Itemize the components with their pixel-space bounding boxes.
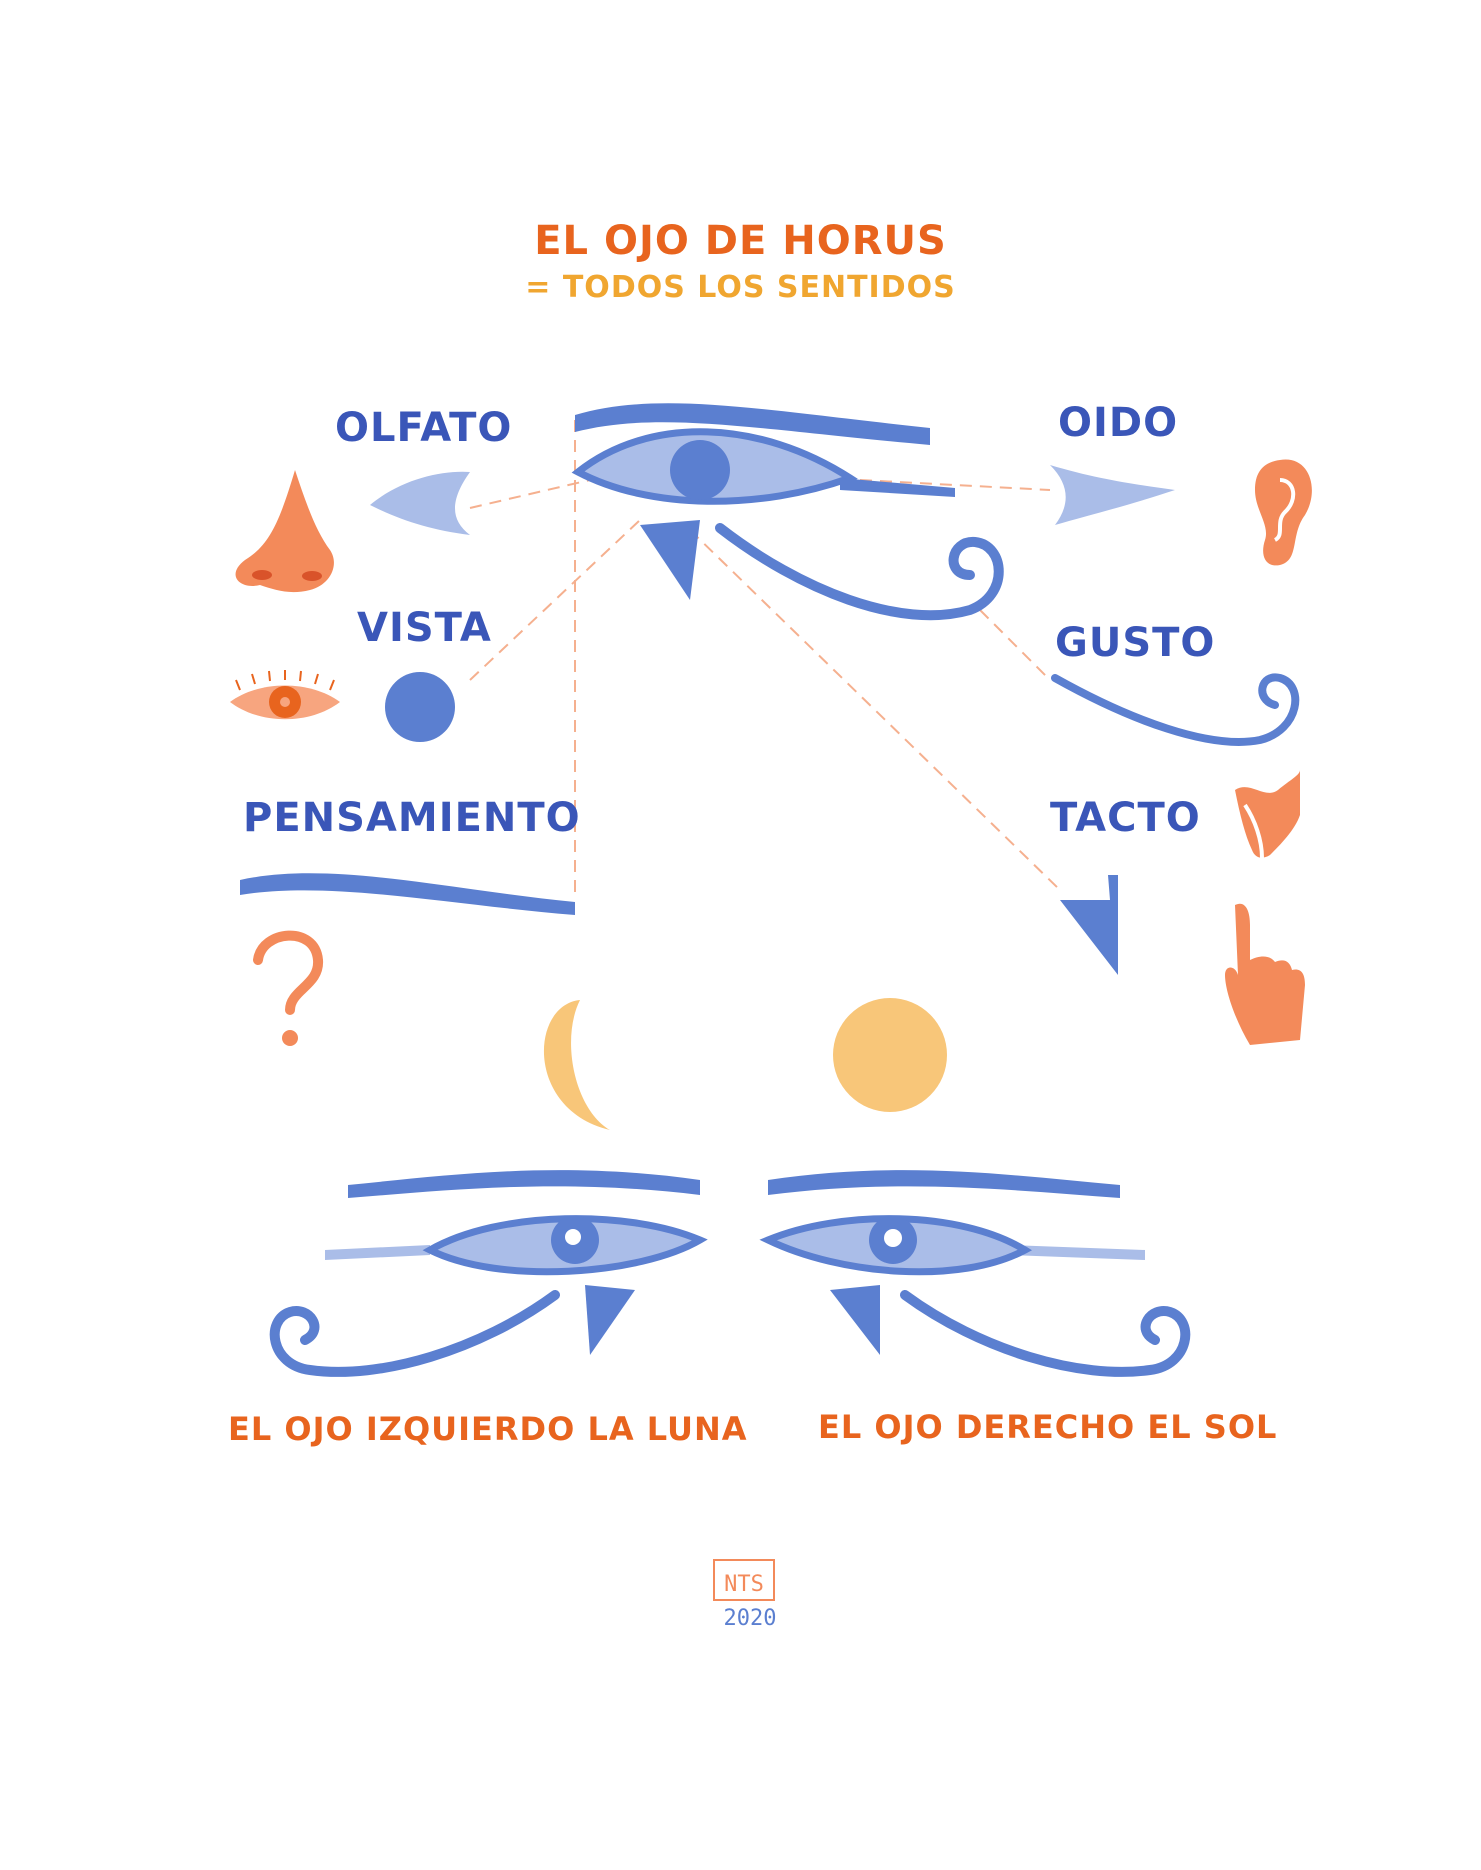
eye-icon xyxy=(230,670,340,720)
label-pensamiento: PENSAMIENTO xyxy=(243,795,581,841)
moon-icon xyxy=(543,1000,610,1130)
oido-fragment xyxy=(1050,465,1175,525)
tacto-fragment xyxy=(1060,875,1118,975)
connector-lines xyxy=(469,420,1061,900)
pensamiento-fragment xyxy=(240,873,575,915)
gusto-fragment xyxy=(1051,673,1300,746)
pointing-hand-icon xyxy=(1225,903,1305,1045)
left-horus-eye xyxy=(269,1170,708,1377)
label-tacto: TACTO xyxy=(1050,795,1201,841)
label-gusto: GUSTO xyxy=(1055,620,1216,666)
page-title: EL OJO DE HORUS xyxy=(534,218,947,264)
label-oido: OIDO xyxy=(1058,400,1179,446)
ear-icon xyxy=(1255,459,1312,566)
caption-left-eye: EL OJO IZQUIERDO LA LUNA xyxy=(228,1410,748,1448)
vista-pupil-fragment xyxy=(385,672,455,742)
artist-signature: NTS 2020 xyxy=(700,1555,800,1635)
question-mark-icon xyxy=(253,930,323,1046)
label-vista: VISTA xyxy=(357,605,492,651)
right-horus-eye xyxy=(759,1170,1191,1377)
signature-mark: NTS 2020 xyxy=(713,1559,777,1631)
sun-icon xyxy=(833,998,947,1112)
main-pupil xyxy=(670,440,730,500)
main-horus-eye xyxy=(571,403,1004,621)
nose-icon xyxy=(235,470,334,593)
main-eye-tail xyxy=(840,478,955,497)
mouth-tongue-icon xyxy=(1235,770,1300,859)
signature-year: 2020 xyxy=(724,1606,777,1631)
olfato-fragment xyxy=(370,471,470,535)
label-olfato: OLFATO xyxy=(335,405,513,451)
signature-initials: NTS xyxy=(724,1572,764,1597)
caption-right-eye: EL OJO DERECHO EL SOL xyxy=(818,1408,1278,1446)
main-spiral-tail xyxy=(715,523,1004,621)
main-tear-drop xyxy=(640,520,700,600)
main-eyebrow xyxy=(575,403,930,445)
page-subtitle: = TODOS LOS SENTIDOS xyxy=(525,270,956,305)
